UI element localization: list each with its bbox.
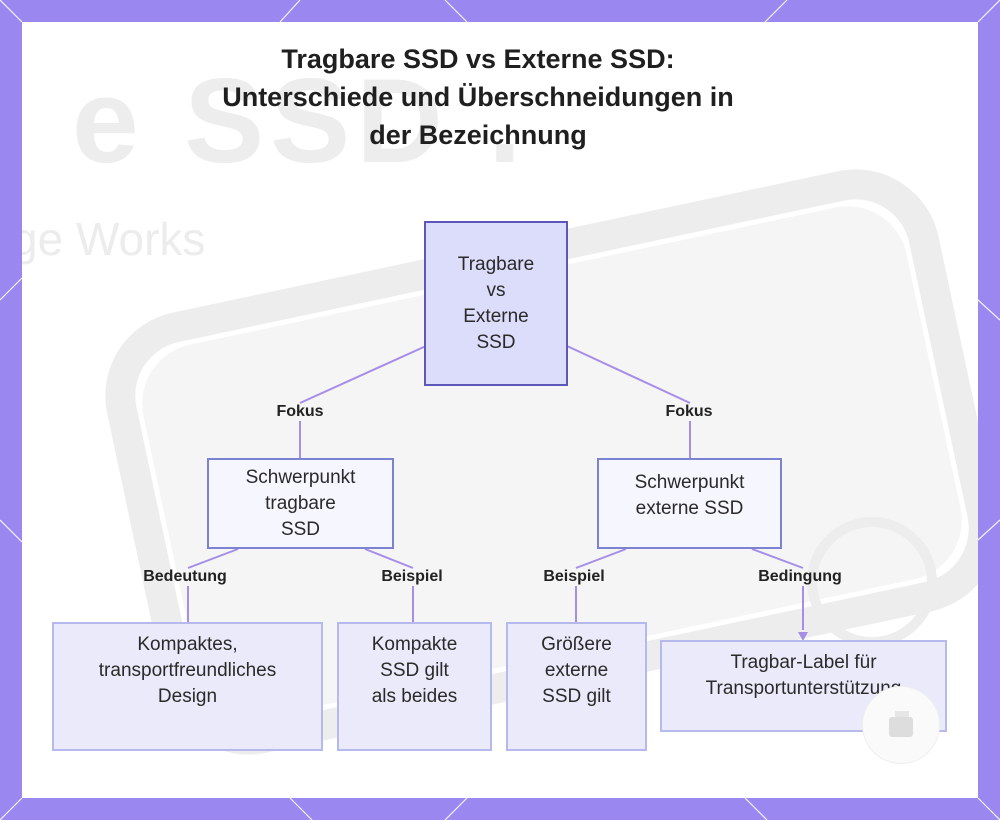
background-watermark-subtext: ge Works	[22, 213, 206, 265]
edge-portable-to-beispiel	[364, 548, 414, 569]
leaf-portable-label-text: Tragbar-Label für Transportunterstützung	[705, 652, 902, 699]
diagram-title: Tragbare SSD vs Externe SSD: Unterschied…	[150, 40, 806, 154]
edge-label-fokus-right: Fokus	[665, 403, 713, 420]
title-line-3: der Bezeichnung	[369, 120, 587, 150]
leaf-compact-both-label: Kompakte SSD gilt als beides	[371, 634, 458, 707]
root-node: Tragbare vs Externe SSD	[424, 221, 568, 386]
edge-label-beispiel-left: Beispiel	[381, 568, 443, 585]
edge-label-bedingung: Bedingung	[758, 568, 842, 585]
external-focus-label: Schwerpunkt externe SSD	[634, 472, 745, 519]
edge-root-to-external	[566, 345, 691, 404]
edge-root-to-portable	[299, 345, 427, 404]
portable-focus-label: Schwerpunkt tragbare SSD	[245, 466, 356, 540]
root-node-label: Tragbare vs Externe SSD	[457, 253, 535, 353]
leaf-larger-external: Größere externe SSD gilt	[506, 622, 647, 751]
edge-label-fokus-left: Fokus	[276, 403, 324, 420]
logo-badge-glyph	[889, 711, 913, 737]
leaf-compact-design: Kompaktes, transportfreundliches Design	[52, 622, 323, 751]
title-line-2: Unterschiede und Überschneidungen in	[222, 82, 734, 112]
leaf-compact-design-label: Kompaktes, transportfreundliches Design	[98, 634, 277, 707]
title-line-1: Tragbare SSD vs Externe SSD:	[281, 44, 675, 74]
external-focus-node: Schwerpunkt externe SSD	[597, 458, 782, 549]
leaf-larger-external-label: Größere externe SSD gilt	[541, 634, 612, 707]
edge-portable-to-bedeutung	[187, 548, 239, 569]
arrowhead-bedingung	[798, 632, 808, 641]
edge-label-beispiel-right: Beispiel	[543, 568, 605, 585]
logo-badge-icon	[862, 686, 940, 764]
edge-external-to-bedingung	[751, 548, 804, 569]
edge-external-to-beispiel	[575, 548, 627, 569]
portable-focus-node: Schwerpunkt tragbare SSD	[207, 458, 394, 549]
background-watermark-text: e SSD .	[72, 54, 528, 188]
edge-label-bedeutung: Bedeutung	[143, 568, 227, 585]
leaf-compact-both: Kompakte SSD gilt als beides	[337, 622, 492, 751]
